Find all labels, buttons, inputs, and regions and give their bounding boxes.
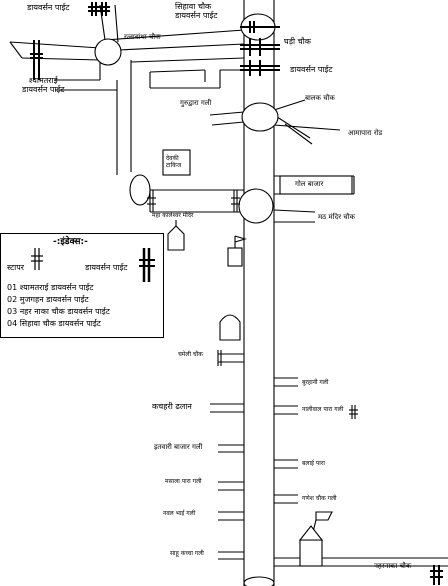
legend-stopper-label: स्टापर bbox=[7, 263, 25, 272]
temple-icon-1 bbox=[167, 220, 185, 251]
kachahari-dhalan-label: कचहरी ढलान bbox=[152, 402, 192, 411]
top-diversion-label: डायवर्सन पाईट bbox=[27, 3, 70, 12]
sahu-kachha-gali-label: साहू कच्चा गली bbox=[170, 550, 204, 557]
aamapara-road-label: आमापारा रोड bbox=[348, 129, 383, 137]
legend-title: -:इंडेक्स:- bbox=[53, 237, 88, 247]
left-gali-stubs bbox=[210, 353, 244, 560]
math-mandir-chowk-label: मठ मंदिर चौक bbox=[318, 213, 355, 221]
syamtarai-diversion-label: श्यामतराई डायवर्सन पाईट bbox=[22, 76, 65, 94]
devki-talkies-label: देवकी टाकिज bbox=[166, 155, 182, 169]
legend-diversion-label: डायवर्सन पाईट bbox=[85, 263, 128, 272]
naval-bhai-gali-label: नवल भाई गली bbox=[163, 510, 196, 517]
flag-icon-1 bbox=[227, 235, 247, 267]
legend-item-2: 02 मुजगहन डायवर्सन पाईट bbox=[7, 295, 89, 304]
badlai-para-label: बलाई पारा bbox=[302, 460, 325, 467]
maha-kaleshwar-mandir-label: महा कालेश्वर मंदिर bbox=[152, 212, 194, 219]
gol-bazar-label: गोल बाजार bbox=[295, 180, 324, 188]
legend-item-4: 04 सिहावा चौक डायवर्सन पाईट bbox=[7, 319, 101, 328]
masala-para-gali-label: मसाला पारा गली bbox=[165, 478, 202, 485]
ghadi-chowk-label: घड़ी चौक bbox=[284, 37, 311, 46]
burhani-gali-label: बुरहानी गली bbox=[302, 379, 329, 386]
stopper-icon bbox=[31, 248, 43, 270]
right-gali-stubs bbox=[274, 377, 448, 567]
ratnabandha-chowk-label: रत्नाबांधा चौक bbox=[124, 33, 161, 41]
diversion-label-2: डायवर्सन पाईट bbox=[290, 65, 333, 74]
devki-talkies-box bbox=[162, 149, 191, 176]
legend-item-3: 03 नहर नाका चौक डायवर्सन पाईट bbox=[7, 307, 110, 316]
diversion-point-icon bbox=[139, 248, 155, 282]
legend-box: -:इंडेक्स:- स्टापर डायवर्सन पाईट 01 श्या… bbox=[0, 233, 164, 338]
temple-icon-3 bbox=[298, 525, 324, 541]
nehru-naka-chowk-label: नहरनाका चौक bbox=[374, 562, 412, 570]
sihawa-chowk-diversion-label: सिहावा चौक डायवर्सन पाईट bbox=[175, 2, 218, 20]
chameli-chowk-label: चमेली चौक bbox=[178, 351, 203, 358]
legend-item-1: 01 श्यामतराई डायवर्सन पाईट bbox=[7, 283, 94, 292]
flag-icon-2 bbox=[299, 511, 333, 567]
itwari-bazar-gali-label: इतवारी बाजार गली bbox=[154, 443, 203, 451]
balak-chowk-label: बालक चौक bbox=[305, 94, 335, 102]
diversion-markers bbox=[30, 2, 443, 585]
naliwala-para-gali-label: नालीवाल पारा गली bbox=[302, 406, 344, 413]
ganesh-chowk-gali-label: गणेश चौक गली bbox=[302, 495, 337, 502]
temple-icon-2 bbox=[219, 314, 241, 341]
gurudwara-gali-label: गुरुद्वारा गली bbox=[180, 99, 212, 107]
